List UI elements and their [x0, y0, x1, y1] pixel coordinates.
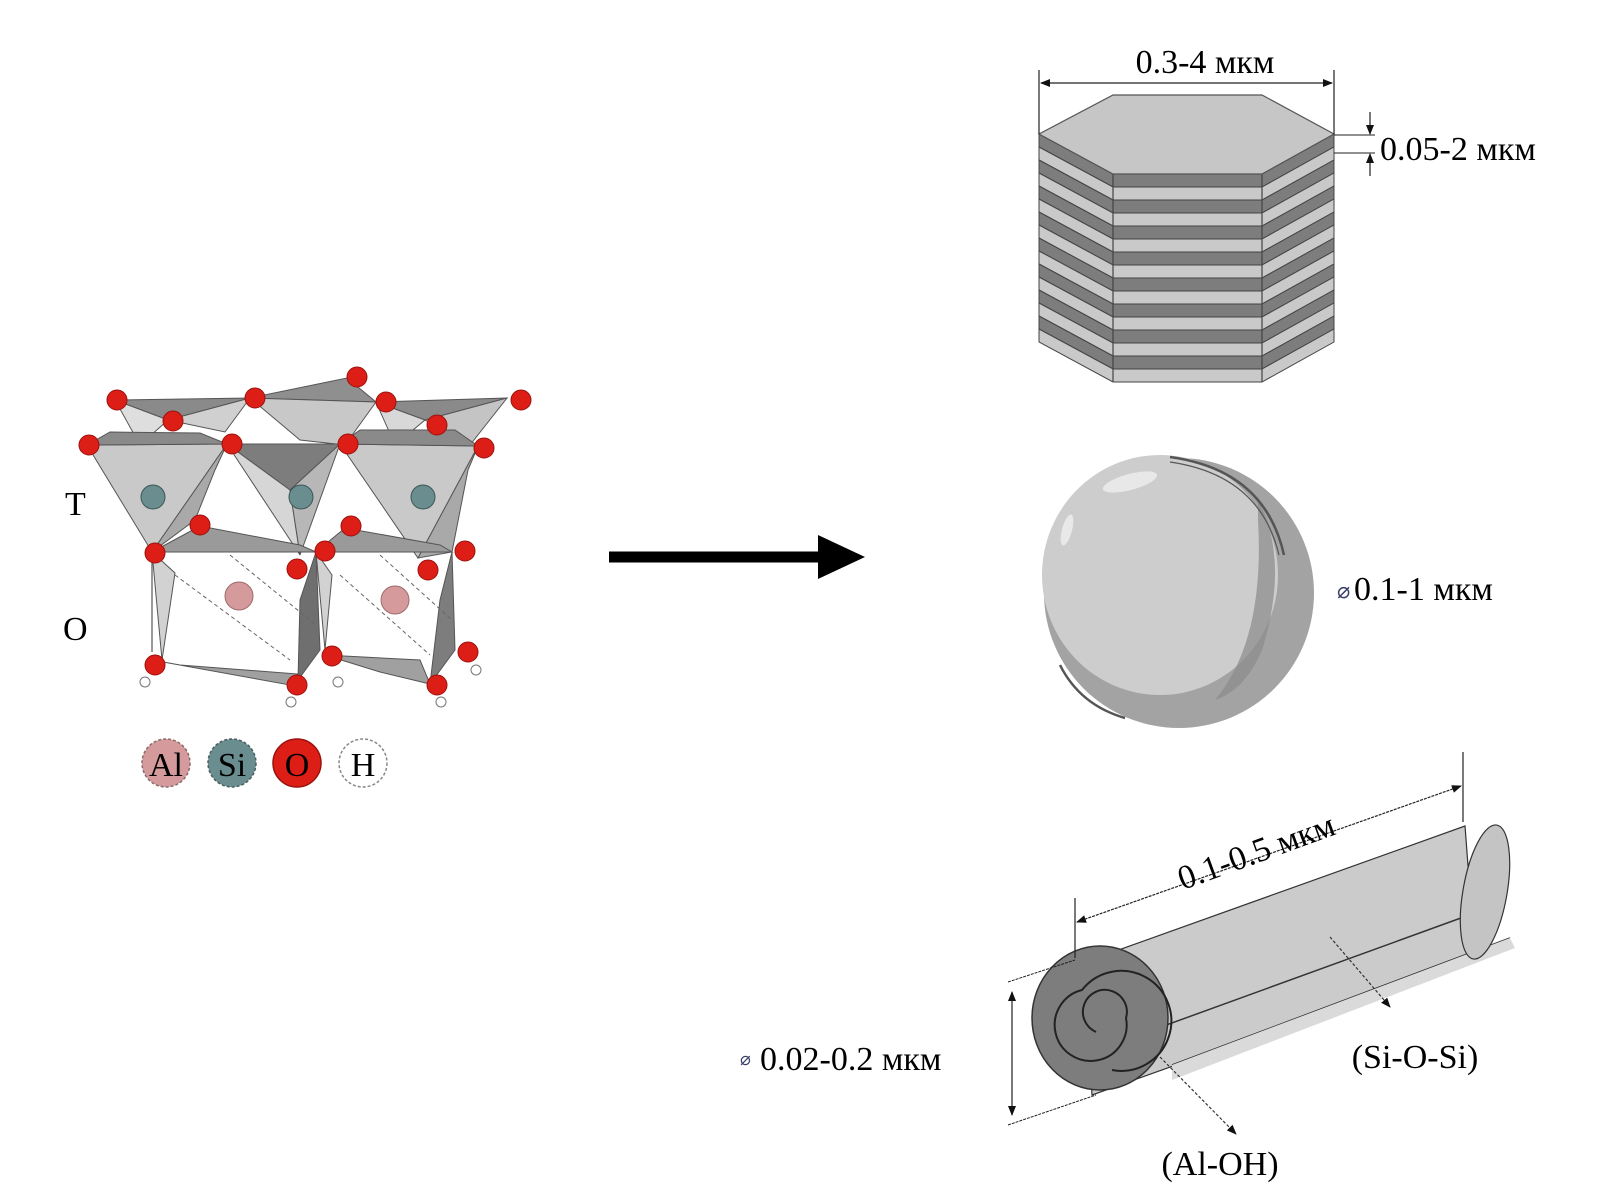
diameter-icon: ⌀	[1337, 579, 1350, 604]
platelet-thickness-label: 0.05-2 мкм	[1380, 131, 1536, 168]
platelet-stack: 0.3-4 мкм 0.05-2 мкм	[1037, 44, 1536, 383]
spherical-particle: ⌀ 0.1-1 мкм	[1042, 455, 1493, 728]
back-tetrahedra	[113, 377, 509, 446]
platelet-layer	[1038, 328, 1335, 383]
inner-surface-label: (Al-OH)	[1161, 1146, 1278, 1183]
sphere-diameter-label: 0.1-1 мкм	[1354, 571, 1493, 608]
legend-item-o: O	[272, 738, 322, 788]
aluminum-atoms	[224, 581, 410, 615]
crystal-structure: T O	[63, 366, 532, 708]
legend-item-si: Si	[207, 738, 257, 788]
outer-surface-label: (Si-O-Si)	[1352, 1039, 1479, 1076]
octahedral-layer-label: O	[63, 611, 88, 648]
nanotube: 0.1-0.5 мкм ⌀ 0.02-0.2 мкм (Si-O-Si) (Al…	[740, 752, 1515, 1183]
legend-item-al: Al	[141, 738, 191, 788]
diameter-icon: ⌀	[740, 1049, 751, 1070]
sphere-body	[1042, 455, 1278, 695]
oxygen-atoms	[78, 366, 532, 696]
silicon-atoms	[140, 484, 436, 510]
legend-label-al: Al	[149, 747, 183, 784]
legend-label-o: O	[285, 747, 310, 784]
hydrogen-atoms	[139, 664, 482, 708]
platelet-width-label: 0.3-4 мкм	[1136, 44, 1275, 81]
atom-legend: Al Si O H	[141, 738, 388, 788]
legend-item-h: H	[338, 738, 388, 788]
legend-label-h: H	[351, 747, 376, 784]
hex-layers	[1038, 133, 1335, 383]
tetrahedral-layer-label: T	[65, 486, 86, 523]
tube-end-cap	[1031, 945, 1169, 1091]
tube-diameter-label: 0.02-0.2 мкм	[760, 1041, 941, 1078]
spiral-roll	[1053, 969, 1173, 1072]
transformation-arrow	[609, 535, 865, 579]
octahedra	[151, 550, 456, 686]
legend-label-si: Si	[218, 747, 246, 784]
